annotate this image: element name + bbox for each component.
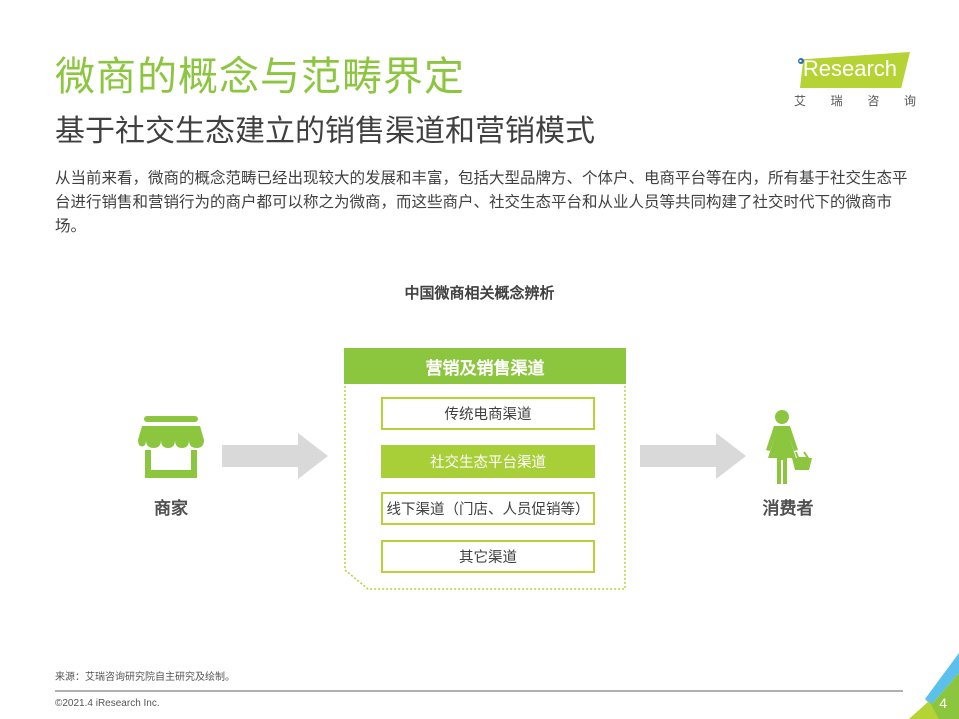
page-number: 4 bbox=[939, 695, 947, 711]
logo-cn-text: 艾 瑞 咨 询 bbox=[794, 94, 916, 108]
consumer-node: 消费者 bbox=[748, 410, 828, 519]
corner-decoration bbox=[909, 653, 959, 719]
footer-divider bbox=[55, 690, 903, 692]
iresearch-logo: iResearch 艾 瑞 咨 询 bbox=[790, 50, 920, 110]
channels-panel: 营销及销售渠道 传统电商渠道 社交生态平台渠道 线下渠道（门店、人员促销等） 其… bbox=[344, 348, 626, 590]
page-title: 微商的概念与范畴界定 bbox=[55, 54, 465, 100]
arrow-right-icon bbox=[222, 433, 328, 479]
logo-dot-icon bbox=[798, 58, 804, 64]
channel-other: 其它渠道 bbox=[381, 540, 595, 573]
logo-brand-text: iResearch bbox=[798, 56, 898, 81]
merchant-node: 商家 bbox=[136, 416, 206, 519]
channel-offline: 线下渠道（门店、人员促销等） bbox=[381, 492, 595, 525]
description-paragraph: 从当前来看，微商的概念范畴已经出现较大的发展和丰富，包括大型品牌方、个体户、电商… bbox=[55, 169, 908, 235]
channel-social-platform: 社交生态平台渠道 bbox=[381, 445, 595, 478]
shopper-icon bbox=[766, 410, 812, 484]
copyright: ©2021.4 iResearch Inc. bbox=[55, 698, 160, 709]
consumer-label: 消费者 bbox=[762, 499, 814, 519]
storefront-icon bbox=[138, 416, 204, 478]
source-note: 来源：艾瑞咨询研究院自主研究及绘制。 bbox=[55, 672, 235, 683]
panel-header: 营销及销售渠道 bbox=[344, 348, 626, 384]
panel-dotted-border bbox=[344, 378, 626, 590]
page-subtitle: 基于社交生态建立的销售渠道和营销模式 bbox=[55, 114, 595, 149]
merchant-label: 商家 bbox=[154, 499, 188, 519]
channel-traditional-ecommerce: 传统电商渠道 bbox=[381, 397, 595, 430]
diagram-title: 中国微商相关概念辨析 bbox=[404, 284, 555, 302]
arrow-right-icon bbox=[640, 433, 746, 479]
